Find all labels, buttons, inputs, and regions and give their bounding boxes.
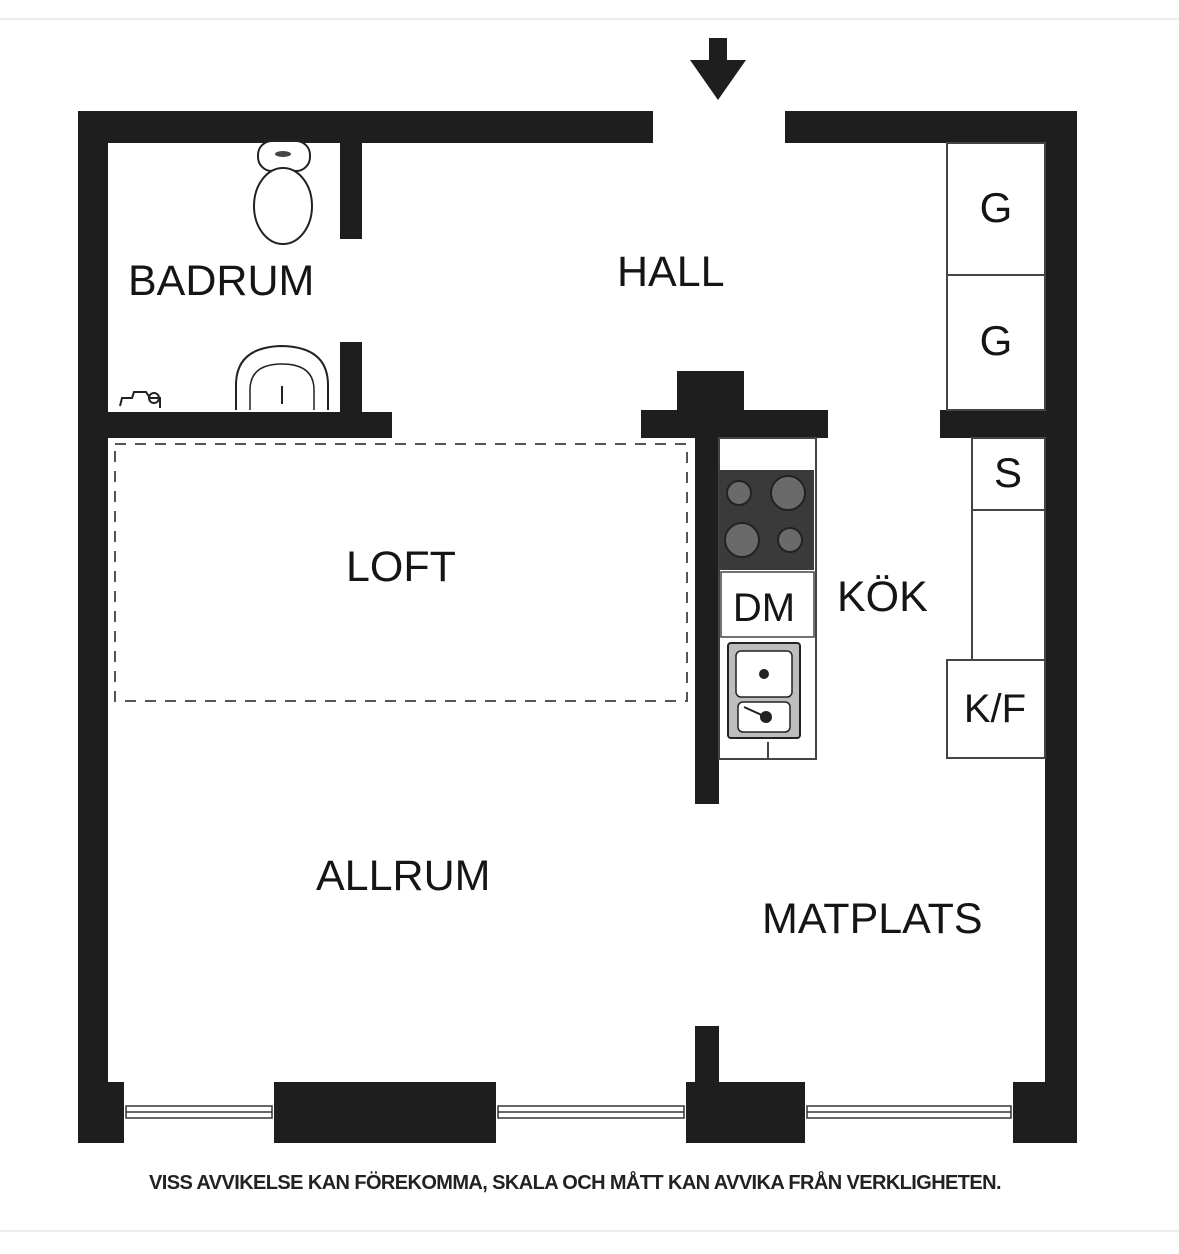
- dishwasher-label: DM: [733, 586, 795, 630]
- bottom-border-line: [0, 1230, 1179, 1232]
- toilet-icon: [253, 140, 313, 245]
- floor-plan: BADRUM HALL LOFT KÖK ALLRUM MATPLATS G G…: [78, 38, 1077, 1143]
- loft-outline: [114, 443, 688, 702]
- room-label-hall: HALL: [617, 248, 725, 296]
- arrow-down-icon: [690, 38, 746, 100]
- cabinet-label: S: [994, 449, 1022, 496]
- disclaimer-text: VISS AVVIKELSE KAN FÖREKOMMA, SKALA OCH …: [149, 1172, 1002, 1194]
- shower-fixture-icon: [119, 391, 161, 408]
- room-label-kok: KÖK: [837, 573, 928, 621]
- wardrobe-label-2: G: [980, 317, 1013, 364]
- windows: [124, 1082, 1013, 1143]
- top-border-line: [0, 18, 1179, 20]
- room-label-loft: LOFT: [346, 543, 456, 591]
- stove-icon: [719, 470, 814, 570]
- fridge-freezer-label: K/F: [964, 687, 1026, 731]
- dishwasher: [720, 571, 815, 638]
- room-label-badrum: BADRUM: [128, 257, 314, 305]
- kitchen-sink-icon: [727, 642, 801, 739]
- room-label-allrum: ALLRUM: [316, 852, 490, 900]
- interior-walls: [108, 143, 1045, 1082]
- room-label-matplats: MATPLATS: [762, 895, 983, 943]
- right-cabinets: [946, 437, 1046, 759]
- washbasin-icon: [235, 344, 329, 410]
- wardrobes: [946, 142, 1046, 411]
- wardrobe-label-1: G: [980, 184, 1013, 231]
